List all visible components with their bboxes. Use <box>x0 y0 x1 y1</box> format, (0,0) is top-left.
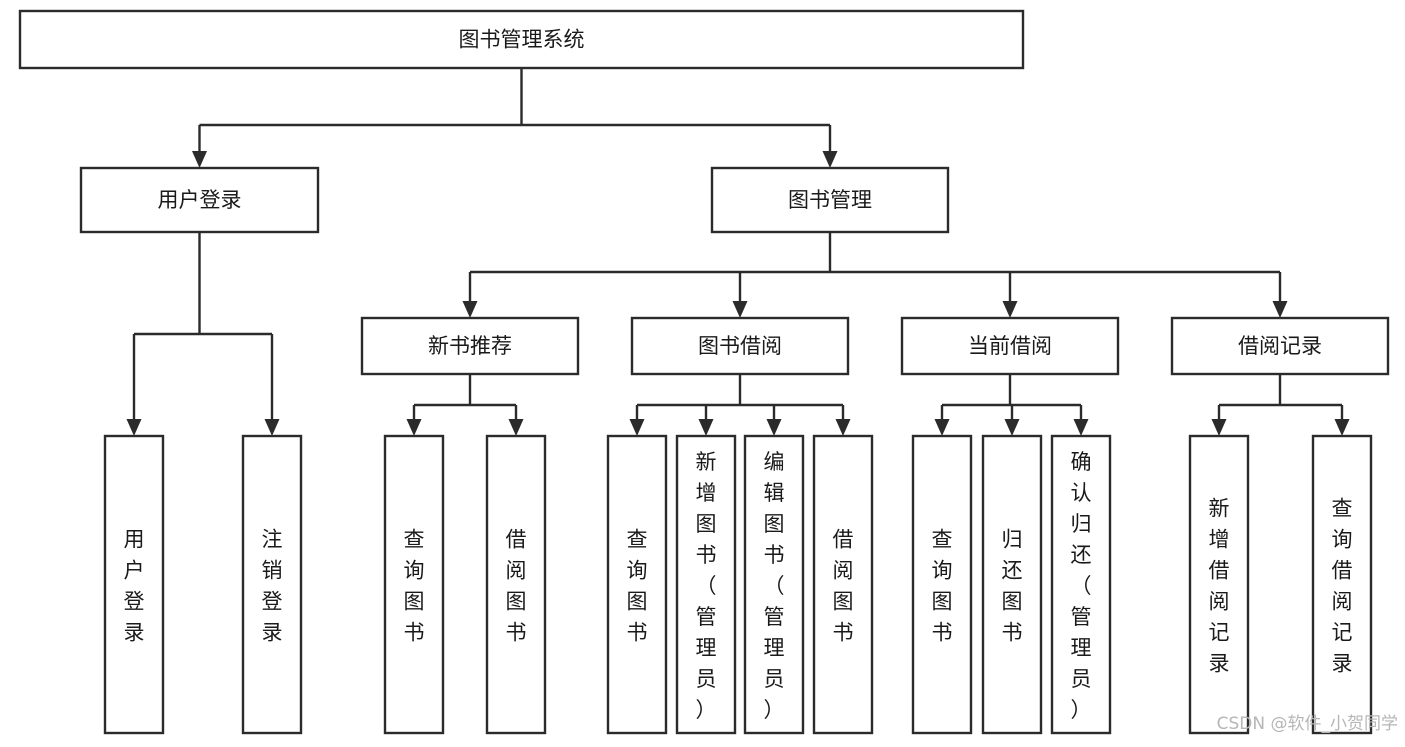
node-leaf-borrow-book-1[interactable]: 借阅图书 <box>485 434 547 735</box>
arrow-head-leaf-logout <box>264 419 280 436</box>
node-box-leaf-logout <box>241 434 303 735</box>
node-leaf-edit-book[interactable]: 编辑图书（管理员） <box>743 434 805 735</box>
node-label-current-borrow: 当前借阅 <box>968 334 1052 358</box>
node-label-root: 图书管理系统 <box>459 28 585 52</box>
node-label-leaf-confirm-return: 确认归还（管理员） <box>1071 450 1092 722</box>
node-label-leaf-query-book-1: 查询图书 <box>404 528 425 645</box>
node-book-borrow[interactable]: 图书借阅 <box>630 316 850 376</box>
node-box-leaf-add-book <box>675 434 737 735</box>
node-box-book-management <box>710 166 950 234</box>
node-leaf-logout[interactable]: 注销登录 <box>241 434 303 735</box>
nodes-layer: 图书管理系统用户登录图书管理新书推荐图书借阅当前借阅借阅记录用户登录注销登录查询… <box>18 9 1390 735</box>
node-box-book-borrow <box>630 316 850 376</box>
node-user-login[interactable]: 用户登录 <box>79 166 320 234</box>
node-label-borrow-records: 借阅记录 <box>1238 334 1322 358</box>
node-new-book-recommend[interactable]: 新书推荐 <box>360 316 580 376</box>
node-label-leaf-borrow-book-1: 借阅图书 <box>506 528 527 645</box>
arrow-head-leaf-confirm-return <box>1073 419 1089 436</box>
arrow-head-leaf-user-login <box>126 419 142 436</box>
node-root[interactable]: 图书管理系统 <box>18 9 1025 70</box>
arrow-head-leaf-query-record <box>1334 419 1350 436</box>
node-leaf-add-book[interactable]: 新增图书（管理员） <box>675 434 737 735</box>
node-borrow-records[interactable]: 借阅记录 <box>1170 316 1390 376</box>
connectors-layer <box>126 68 1350 436</box>
node-label-leaf-add-book: 新增图书（管理员） <box>696 450 717 722</box>
node-label-leaf-add-record: 新增借阅记录 <box>1209 497 1230 676</box>
node-label-leaf-query-book-2: 查询图书 <box>627 528 648 645</box>
arrow-head-leaf-query-book-1 <box>406 419 422 436</box>
node-box-leaf-return-book <box>981 434 1043 735</box>
arrow-head-book-borrow <box>732 301 748 318</box>
arrow-head-leaf-query-book-3 <box>934 419 950 436</box>
node-box-leaf-borrow-book-2 <box>812 434 874 735</box>
node-box-leaf-query-book-1 <box>383 434 445 735</box>
node-label-book-borrow: 图书借阅 <box>698 334 782 358</box>
node-label-user-login: 用户登录 <box>158 188 242 212</box>
node-label-book-management: 图书管理 <box>788 188 872 212</box>
node-box-leaf-borrow-book-1 <box>485 434 547 735</box>
csdn-watermark: CSDN @软件_小贺同学 <box>1217 714 1398 734</box>
node-box-borrow-records <box>1170 316 1390 376</box>
arrow-head-leaf-add-book <box>698 419 714 436</box>
node-leaf-query-record[interactable]: 查询借阅记录 <box>1311 434 1373 735</box>
node-book-management[interactable]: 图书管理 <box>710 166 950 234</box>
node-leaf-confirm-return[interactable]: 确认归还（管理员） <box>1050 434 1112 735</box>
node-label-leaf-logout: 注销登录 <box>262 528 283 645</box>
node-box-current-borrow <box>900 316 1120 376</box>
node-box-leaf-user-login <box>103 434 165 735</box>
node-box-user-login <box>79 166 320 234</box>
node-leaf-query-book-1[interactable]: 查询图书 <box>383 434 445 735</box>
node-leaf-query-book-2[interactable]: 查询图书 <box>606 434 668 735</box>
arrow-head-current-borrow <box>1002 301 1018 318</box>
node-current-borrow[interactable]: 当前借阅 <box>900 316 1120 376</box>
arrow-head-leaf-return-book <box>1004 419 1020 436</box>
node-box-leaf-add-record <box>1188 434 1250 735</box>
node-label-leaf-return-book: 归还图书 <box>1002 528 1023 645</box>
arrow-head-leaf-edit-book <box>766 419 782 436</box>
node-label-leaf-borrow-book-2: 借阅图书 <box>833 528 854 645</box>
arrow-head-leaf-query-book-2 <box>629 419 645 436</box>
arrow-head-leaf-borrow-book-2 <box>835 419 851 436</box>
node-label-leaf-user-login: 用户登录 <box>124 528 145 645</box>
node-label-new-book-recommend: 新书推荐 <box>428 334 512 358</box>
node-box-leaf-confirm-return <box>1050 434 1112 735</box>
arrow-head-leaf-add-record <box>1211 419 1227 436</box>
node-leaf-add-record[interactable]: 新增借阅记录 <box>1188 434 1250 735</box>
node-leaf-borrow-book-2[interactable]: 借阅图书 <box>812 434 874 735</box>
node-box-leaf-edit-book <box>743 434 805 735</box>
node-label-leaf-query-book-3: 查询图书 <box>932 528 953 645</box>
node-box-new-book-recommend <box>360 316 580 376</box>
node-leaf-return-book[interactable]: 归还图书 <box>981 434 1043 735</box>
arrow-head-new-book-recommend <box>462 301 478 318</box>
node-leaf-user-login[interactable]: 用户登录 <box>103 434 165 735</box>
arrow-head-book-management <box>822 151 838 168</box>
node-label-leaf-query-record: 查询借阅记录 <box>1332 497 1353 676</box>
node-leaf-query-book-3[interactable]: 查询图书 <box>911 434 973 735</box>
node-box-leaf-query-book-3 <box>911 434 973 735</box>
node-box-root <box>18 9 1025 70</box>
node-box-leaf-query-book-2 <box>606 434 668 735</box>
arrow-head-user-login <box>192 151 207 168</box>
arrow-head-borrow-records <box>1272 301 1288 318</box>
arrow-head-leaf-borrow-book-1 <box>508 419 524 436</box>
node-box-leaf-query-record <box>1311 434 1373 735</box>
node-label-leaf-edit-book: 编辑图书（管理员） <box>764 450 785 722</box>
